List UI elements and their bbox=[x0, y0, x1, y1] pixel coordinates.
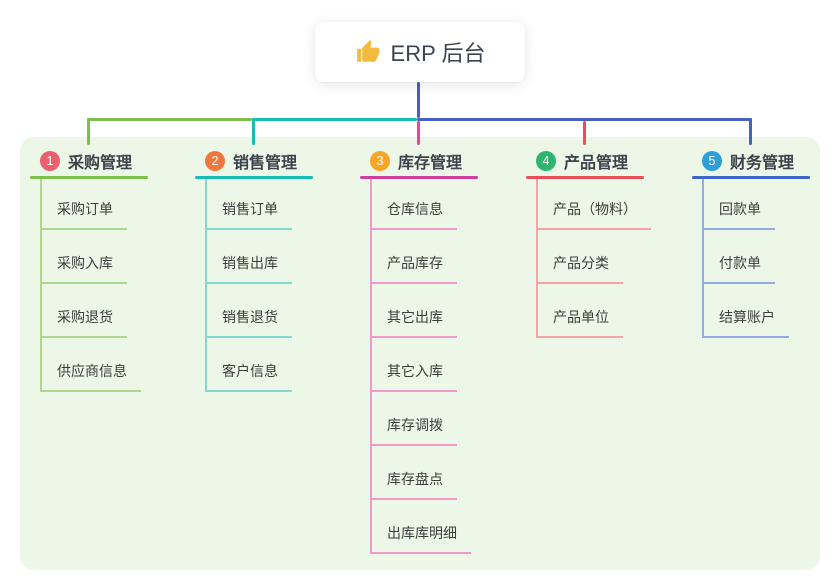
branch-badge: 2 bbox=[205, 151, 225, 171]
child-item[interactable]: 库存调拨 bbox=[372, 392, 457, 446]
branch-drop-3 bbox=[417, 121, 420, 145]
branch-underline bbox=[360, 176, 478, 179]
child-item[interactable]: 出库库明细 bbox=[372, 500, 471, 554]
child-item[interactable]: 结算账户 bbox=[704, 284, 789, 338]
child-item[interactable]: 其它入库 bbox=[372, 338, 457, 392]
branch-label: 库存管理 bbox=[398, 155, 463, 172]
branch-underline bbox=[195, 176, 313, 179]
branch-drop-4 bbox=[583, 121, 586, 145]
child-item[interactable]: 仓库信息 bbox=[372, 179, 457, 230]
root-node-erp[interactable]: ERP 后台 bbox=[315, 22, 525, 82]
child-item[interactable]: 销售退货 bbox=[207, 284, 292, 338]
root-label: ERP 后台 bbox=[390, 41, 486, 66]
branch-label: 产品管理 bbox=[564, 155, 629, 172]
child-item[interactable]: 产品分类 bbox=[538, 230, 623, 284]
children-column-3: 仓库信息产品库存其它出库其它入库库存调拨库存盘点出库库明细 bbox=[370, 179, 471, 554]
branch-drop-5 bbox=[749, 118, 752, 145]
thumbs-up-icon bbox=[355, 39, 381, 65]
child-item[interactable]: 其它出库 bbox=[372, 284, 457, 338]
branch-4-header[interactable]: 4 产品管理 bbox=[526, 146, 628, 176]
bus-segment-blue bbox=[417, 118, 752, 121]
bus-segment-green bbox=[87, 118, 252, 121]
branch-3-header[interactable]: 3 库存管理 bbox=[360, 146, 462, 176]
bus-segment-teal bbox=[252, 118, 417, 121]
child-item[interactable]: 销售出库 bbox=[207, 230, 292, 284]
child-item[interactable]: 采购退货 bbox=[42, 284, 127, 338]
child-item[interactable]: 付款单 bbox=[704, 230, 775, 284]
child-item[interactable]: 客户信息 bbox=[207, 338, 292, 392]
child-item[interactable]: 采购入库 bbox=[42, 230, 127, 284]
child-item[interactable]: 回款单 bbox=[704, 179, 775, 230]
child-item[interactable]: 采购订单 bbox=[42, 179, 127, 230]
root-stem-line bbox=[417, 82, 420, 118]
children-column-4: 产品（物料）产品分类产品单位 bbox=[536, 179, 651, 338]
child-item[interactable]: 产品库存 bbox=[372, 230, 457, 284]
child-item[interactable]: 产品（物料） bbox=[538, 179, 651, 230]
branch-5-header[interactable]: 5 财务管理 bbox=[692, 146, 794, 176]
branch-2-header[interactable]: 2 销售管理 bbox=[195, 146, 297, 176]
branch-underline bbox=[30, 176, 148, 179]
children-column-2: 销售订单销售出库销售退货客户信息 bbox=[205, 179, 292, 392]
branch-badge: 4 bbox=[536, 151, 556, 171]
branch-badge: 5 bbox=[702, 151, 722, 171]
children-column-5: 回款单付款单结算账户 bbox=[702, 179, 789, 338]
child-item[interactable]: 供应商信息 bbox=[42, 338, 141, 392]
child-item[interactable]: 产品单位 bbox=[538, 284, 623, 338]
branch-underline bbox=[526, 176, 644, 179]
branch-underline bbox=[692, 176, 810, 179]
branch-badge: 1 bbox=[40, 151, 60, 171]
branch-label: 采购管理 bbox=[68, 155, 133, 172]
branch-label: 财务管理 bbox=[730, 155, 795, 172]
child-item[interactable]: 库存盘点 bbox=[372, 446, 457, 500]
branch-badge: 3 bbox=[370, 151, 390, 171]
child-item[interactable]: 销售订单 bbox=[207, 179, 292, 230]
branch-label: 销售管理 bbox=[233, 155, 298, 172]
branch-drop-1 bbox=[87, 118, 90, 145]
mindmap-panel bbox=[20, 137, 820, 570]
branch-drop-2 bbox=[252, 118, 255, 145]
children-column-1: 采购订单采购入库采购退货供应商信息 bbox=[40, 179, 141, 392]
branch-1-header[interactable]: 1 采购管理 bbox=[30, 146, 132, 176]
